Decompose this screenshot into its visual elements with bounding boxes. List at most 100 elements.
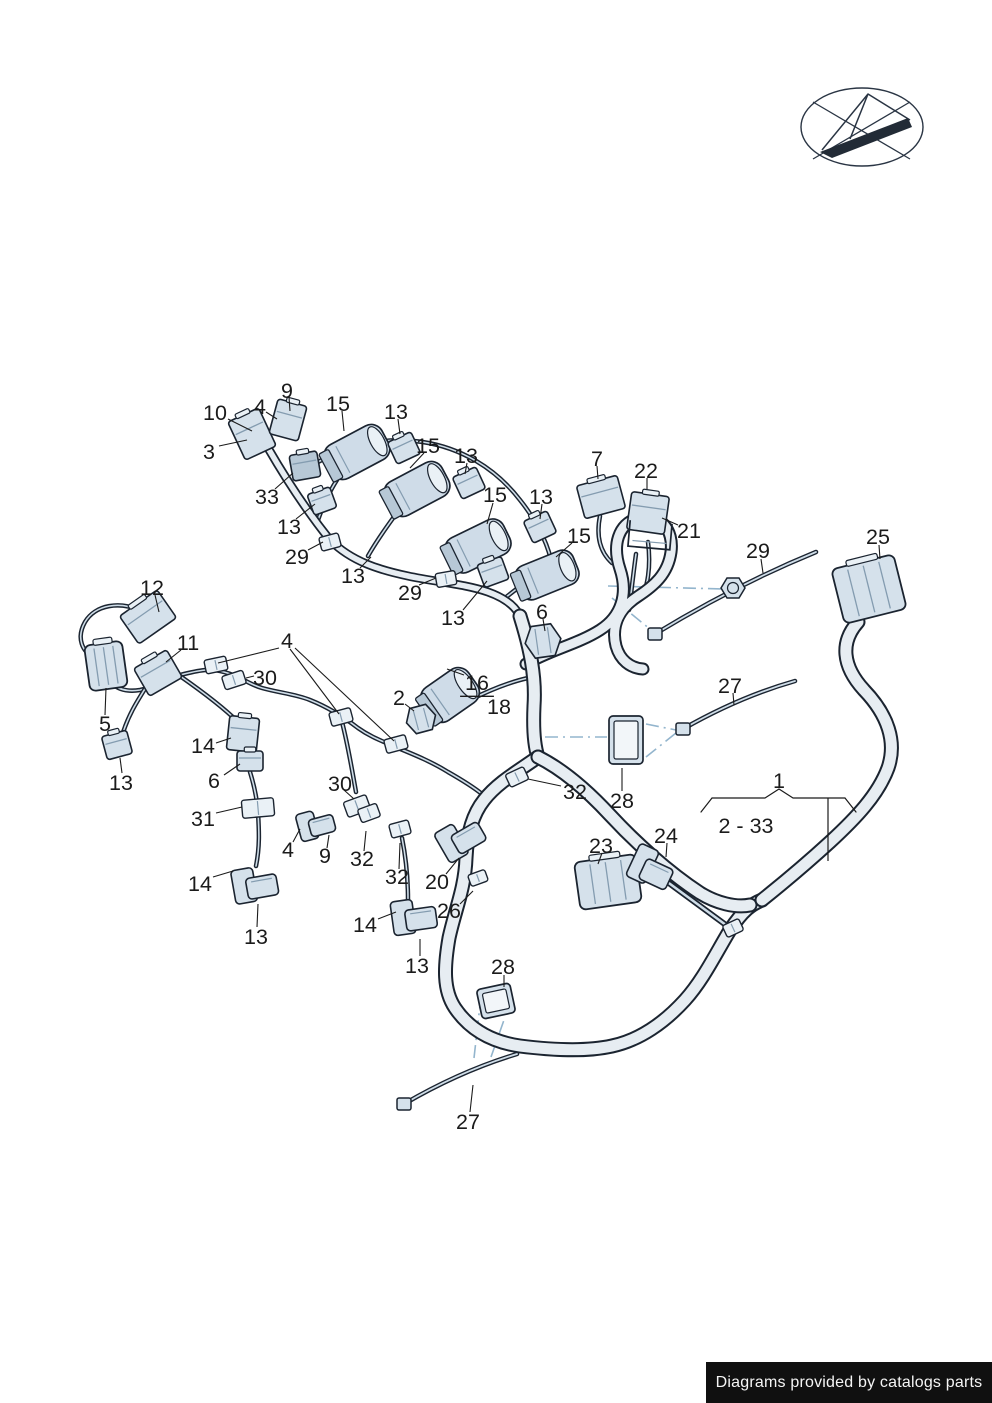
connector-detail [581,486,619,498]
callout-leader-line [104,687,107,716]
tie-mount-nut [720,577,746,599]
cable-tie [682,680,796,730]
callout-leader-line [462,580,488,611]
connector-latch [481,554,495,564]
callout-label: 27 [718,674,742,698]
connector-detail [140,659,171,678]
callout-label: 13 [384,400,408,424]
connector-part [439,518,512,576]
connector-detail [250,877,272,883]
connector-detail [311,493,331,502]
clip-detail [444,573,448,585]
callout-label: 7 [591,447,603,471]
elbow-connector [307,814,337,838]
callout-leader-line [165,649,182,663]
elbow-connector [244,873,280,900]
callout-label: 22 [634,459,658,483]
callout-label: 21 [677,519,701,543]
harness-trunk [754,614,899,908]
connector-collar [378,486,404,520]
callout-leader-line [596,465,599,480]
callout-leader-line [307,541,324,551]
connector-part [576,474,626,519]
callout-leader-line [289,648,340,715]
connector-part [625,843,674,891]
housing-latch [92,636,113,646]
connector-part [383,734,409,754]
clip-detail [730,923,736,933]
connector-lead-pipe [660,876,732,930]
connector-body [236,750,264,772]
housing-latch [845,552,879,567]
connector-collar [509,569,532,602]
connector-part [720,577,746,599]
callout-leader-line [265,411,278,420]
callout-leader-line [418,577,437,586]
harness-wire [401,837,409,901]
clip-detail [476,874,480,882]
callout-leader-line [212,870,234,878]
callout-label: 10 [203,401,227,425]
callout-label: 15 [326,392,350,416]
callout-label: 14 [188,872,212,896]
connector-body [268,398,308,442]
footer-credit-bar: Diagrams provided by catalogs parts [706,1362,992,1403]
callout-leader-line [597,852,603,865]
housing-rib [589,864,597,905]
elbow-connector [404,905,439,932]
connector-part [573,850,643,911]
connector-part [378,460,451,520]
connector-part [387,430,421,465]
connector-detail [546,627,552,654]
connector-part [203,655,229,675]
connector-part [452,465,486,500]
connector-part [476,554,510,588]
cable-tie-head [647,627,663,641]
callout-label: 14 [353,913,377,937]
connector-detail [412,710,420,731]
connector-latch [243,746,257,753]
connector-cap [426,463,448,494]
connector-part [225,711,261,753]
callout-leader-line [288,396,291,412]
connector-detail [527,567,539,594]
housing-rib [112,645,119,684]
assembly-guide-line [645,732,677,758]
callout-leader-line [446,668,465,676]
callout-leader-line [227,418,253,432]
callout-label: 13 [277,515,301,539]
callout-label: 18 [487,695,511,719]
connector-part [357,803,381,823]
harness-wire [597,515,613,564]
connector-cap [558,552,577,582]
housing-rib [619,859,627,900]
connector-detail [235,421,264,436]
callout-label: 31 [191,807,215,831]
callout-leader-line [377,911,397,920]
housing-rib [102,647,110,685]
group-bracket [844,797,857,813]
callout-leader-line [397,418,401,435]
callout-label: 28 [610,789,634,813]
connector-detail [456,539,471,567]
group-bracket [700,797,713,813]
catalogs-parts-logo-icon [800,87,924,167]
callout-leader-line [661,517,679,526]
connector-part [476,982,516,1020]
callout-label: 13 [454,444,478,468]
connector-detail [395,482,411,511]
callout-leader-line [878,544,881,560]
elbow-connector [638,858,674,891]
callout-leader-line [469,1084,474,1113]
callout-label: 28 [491,955,515,979]
callout-label: 3 [203,440,215,464]
harness-wire [341,721,357,793]
clip-detail [339,712,343,722]
elbow-connector [450,821,487,855]
housing-rib [847,569,860,617]
callout-label: 13 [529,485,553,509]
clip-detail [514,772,520,782]
callout-leader-line [409,452,425,469]
bracket-clip-slot [613,720,639,760]
connector-part [236,746,264,772]
